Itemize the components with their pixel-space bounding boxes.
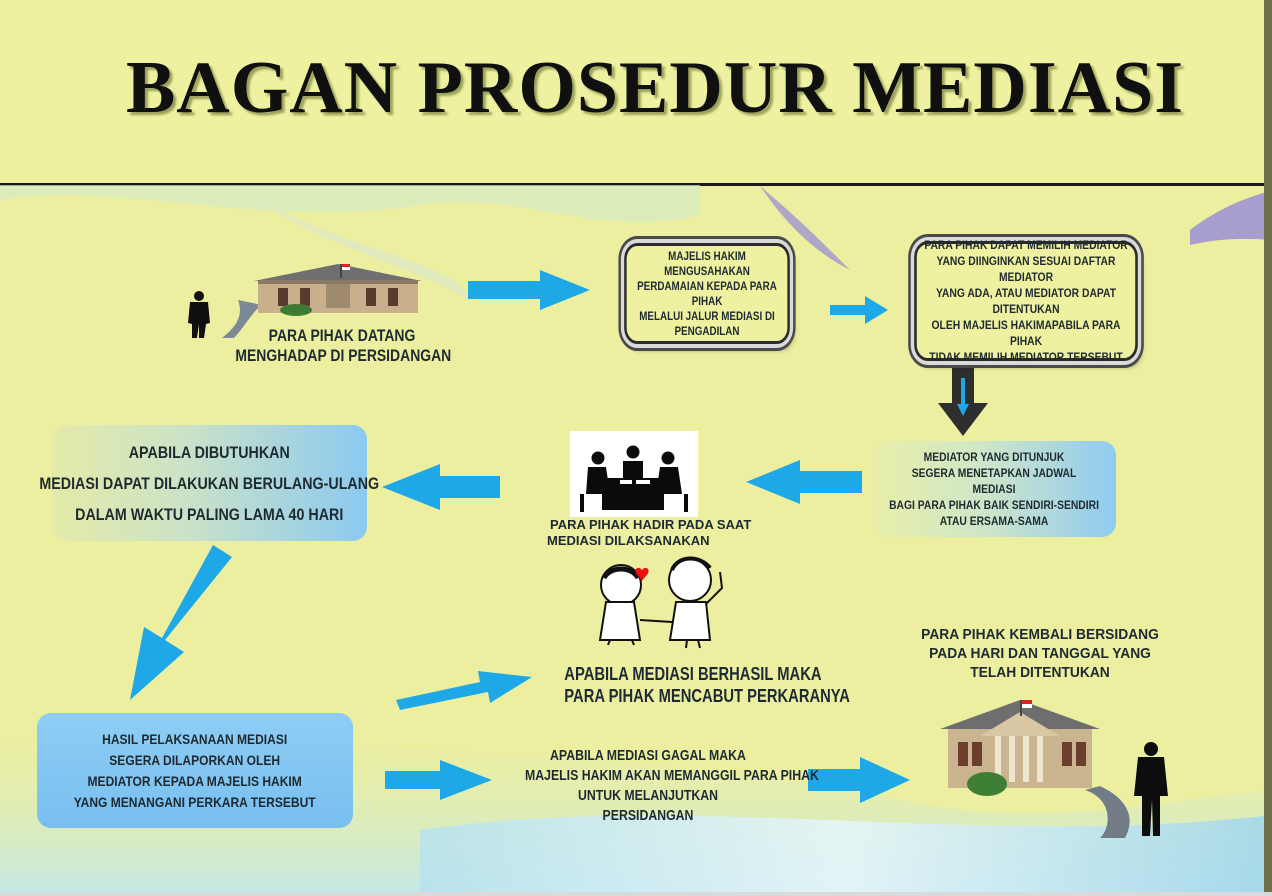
step-text-line: BAGI PARA PIHAK BAIK SENDIRI-SENDIRI <box>889 498 1099 512</box>
step-text-line: YANG DIINGINKAN SESUAI DAFTAR MEDIATOR <box>936 254 1116 284</box>
step-text-line: MEDIASI DILAKSANAKAN <box>547 533 710 548</box>
step-text-line: YANG MENANGANI PERKARA TERSEBUT <box>74 793 316 810</box>
step-text-line: OLEH MAJELIS HAKIMAPABILA PARA PIHAK <box>931 318 1121 348</box>
step-text-line: PARA PIHAK DATANG <box>268 326 416 345</box>
step-text-line: UNTUK MELANJUTKAN <box>577 787 719 804</box>
step-repeat: APABILA DIBUTUHKAN MEDIASI DAPAT DILAKUK… <box>40 425 379 541</box>
step-text-line: PARA PIHAK MENCABUT PERKARANYA <box>564 686 850 706</box>
couple-icon <box>598 556 724 649</box>
courthouse-icon <box>940 700 1130 838</box>
arrow-choose-to-schedule <box>938 368 988 436</box>
diagram-title: BAGAN PROSEDUR MEDIASI <box>125 47 1185 129</box>
step-text-line: APABILA MEDIASI GAGAL MAKA <box>550 747 746 764</box>
arrow-judge-to-choose <box>830 296 888 324</box>
step-text-line: PERSIDANGAN <box>602 807 694 824</box>
step-text-line: APABILA MEDIASI BERHASIL MAKA <box>564 664 822 684</box>
step-text-line: PARA PIHAK KEMBALI BERSIDANG <box>921 626 1159 643</box>
arrow-repeat-to-report <box>130 545 232 700</box>
step-arrive: PARA PIHAK DATANG MENGHADAP DI PERSIDANG… <box>235 326 452 366</box>
step-choose-mediator: PARA PIHAK DAPAT MEMILIH MEDIATOR YANG D… <box>914 238 1138 364</box>
step-text-line: DALAM WAKTU PALING LAMA 40 HARI <box>75 504 344 524</box>
step-text-line: HASIL PELAKSANAAN MEDIASI <box>102 730 288 747</box>
step-text-line: MEDIASI DAPAT DILAKUKAN BERULANG-ULANG <box>39 473 380 493</box>
bottom-edge-line <box>0 892 1272 896</box>
header-band: BAGAN PROSEDUR MEDIASI <box>0 0 1272 186</box>
arrow-attend-to-repeat <box>382 464 500 510</box>
step-text-line: SEGERA DILAPORKAN OLEH <box>109 751 281 768</box>
arrow-report-to-success <box>396 671 532 710</box>
arrow-report-to-failure <box>385 760 492 800</box>
step-failure: APABILA MEDIASI GAGAL MAKA MAJELIS HAKIM… <box>525 746 819 826</box>
step-text-line: MELALUI JALUR MEDIASI DI PENGADILAN <box>639 308 775 338</box>
step-text-line: MEDIATOR YANG DITUNJUK <box>923 450 1065 464</box>
step-success: APABILA MEDIASI BERHASIL MAKA PARA PIHAK… <box>550 663 850 707</box>
step-text-line: ATAU ERSAMA-SAMA <box>939 514 1049 528</box>
step-text-line: MAJELIS HAKIM AKAN MEMANGGIL PARA PIHAK <box>525 767 819 784</box>
step-text-line: TIDAK MEMILIH MEDIATOR TERSEBUT <box>929 350 1123 364</box>
step-resume: PARA PIHAK KEMBALI BERSIDANG PADA HARI D… <box>902 625 1178 682</box>
step-report: HASIL PELAKSANAAN MEDIASI SEGERA DILAPOR… <box>37 713 353 828</box>
step-text-line: APABILA DIBUTUHKAN <box>128 442 291 462</box>
step-attend: PARA PIHAK HADIR PADA SAAT MEDIASI DILAK… <box>532 517 822 549</box>
step-text-line: YANG ADA, ATAU MEDIATOR DAPAT DITENTUKAN <box>935 286 1117 316</box>
right-edge-bar <box>1264 0 1272 896</box>
person-icon <box>1134 742 1168 836</box>
step-text-line: MEDIATOR KEPADA MAJELIS HAKIM <box>87 772 303 789</box>
arrow-schedule-to-attend <box>746 460 862 504</box>
step-schedule: MEDIATOR YANG DITUNJUK SEGERA MENETAPKAN… <box>872 441 1116 537</box>
arrow-arrive-to-judge <box>468 270 590 310</box>
step-judge-effort: MAJELIS HAKIM MENGUSAHAKAN PERDAMAIAN KE… <box>624 243 790 344</box>
courthouse-icon <box>222 264 422 338</box>
step-text-line: PERDAMAIAN KEPADA PARA PIHAK <box>637 278 777 308</box>
step-text-line: MAJELIS HAKIM MENGUSAHAKAN <box>664 248 750 278</box>
person-icon <box>188 291 210 338</box>
step-text-line: MENGHADAP DI PERSIDANGAN <box>235 346 452 365</box>
arrow-failure-to-resume <box>808 757 910 803</box>
step-text-line: SEGERA MENETAPKAN JADWAL MEDIASI <box>911 466 1077 496</box>
step-text-line: PADA HARI DAN TANGGAL YANG <box>929 645 1151 662</box>
step-text-line: PARA PIHAK DAPAT MEMILIH MEDIATOR <box>924 238 1128 252</box>
step-text-line: TELAH DITENTUKAN <box>970 664 1110 681</box>
meeting-icon <box>570 431 698 517</box>
step-text-line: PARA PIHAK HADIR PADA SAAT <box>550 517 752 532</box>
